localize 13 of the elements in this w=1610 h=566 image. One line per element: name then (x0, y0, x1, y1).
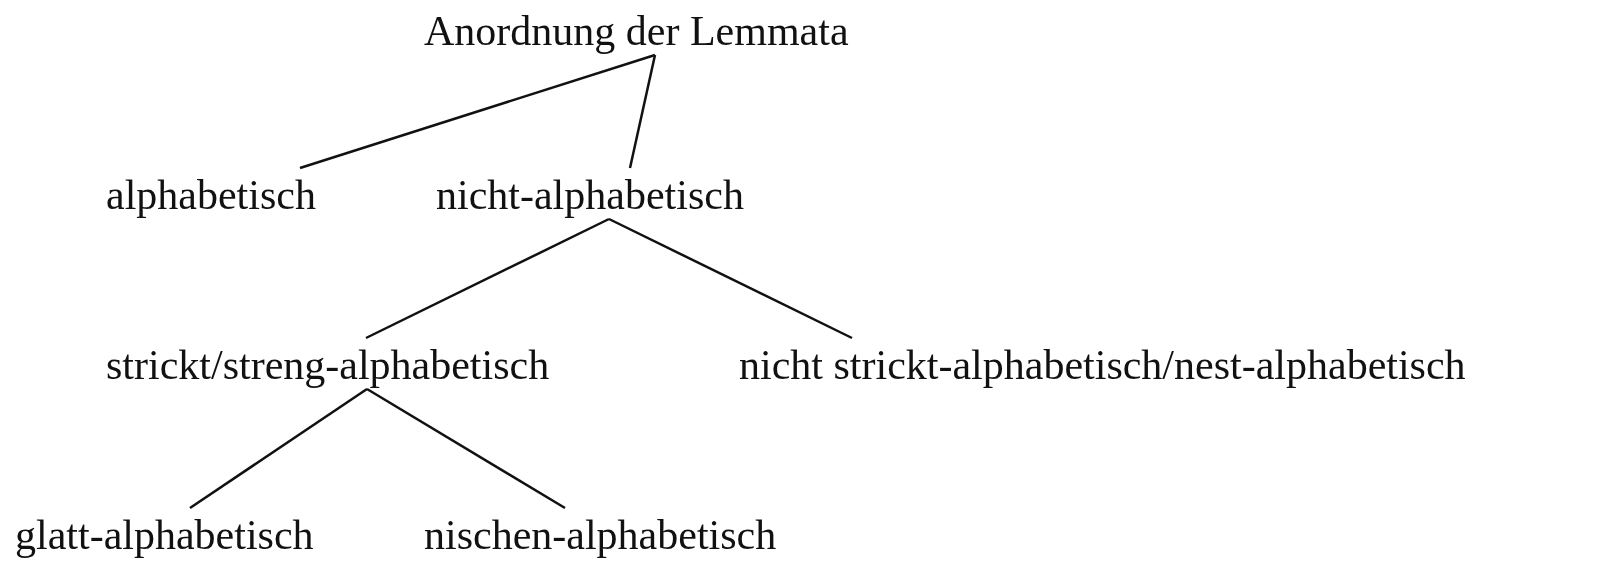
tree-node-label: strickt/streng-alphabetisch (106, 342, 550, 388)
tree-branch-line (608, 217, 853, 340)
tree-branch-line (628, 54, 657, 169)
tree-node-label: Anordnung der Lemmata (424, 8, 849, 54)
tree-node-label: alphabetisch (106, 172, 316, 218)
tree-node-label: nischen-alphabetisch (424, 512, 777, 558)
tree-branch-line (365, 217, 610, 340)
tree-branch-line (189, 387, 368, 510)
tree-node-label: glatt-alphabetisch (15, 512, 314, 558)
tree-branch-line (366, 387, 566, 510)
tree-node-label: nicht strickt-alphabetisch/nest-alphabetisch (739, 342, 1466, 388)
tree-branch-line (299, 53, 656, 170)
tree-node-label: nicht-alphabetisch (436, 172, 744, 218)
